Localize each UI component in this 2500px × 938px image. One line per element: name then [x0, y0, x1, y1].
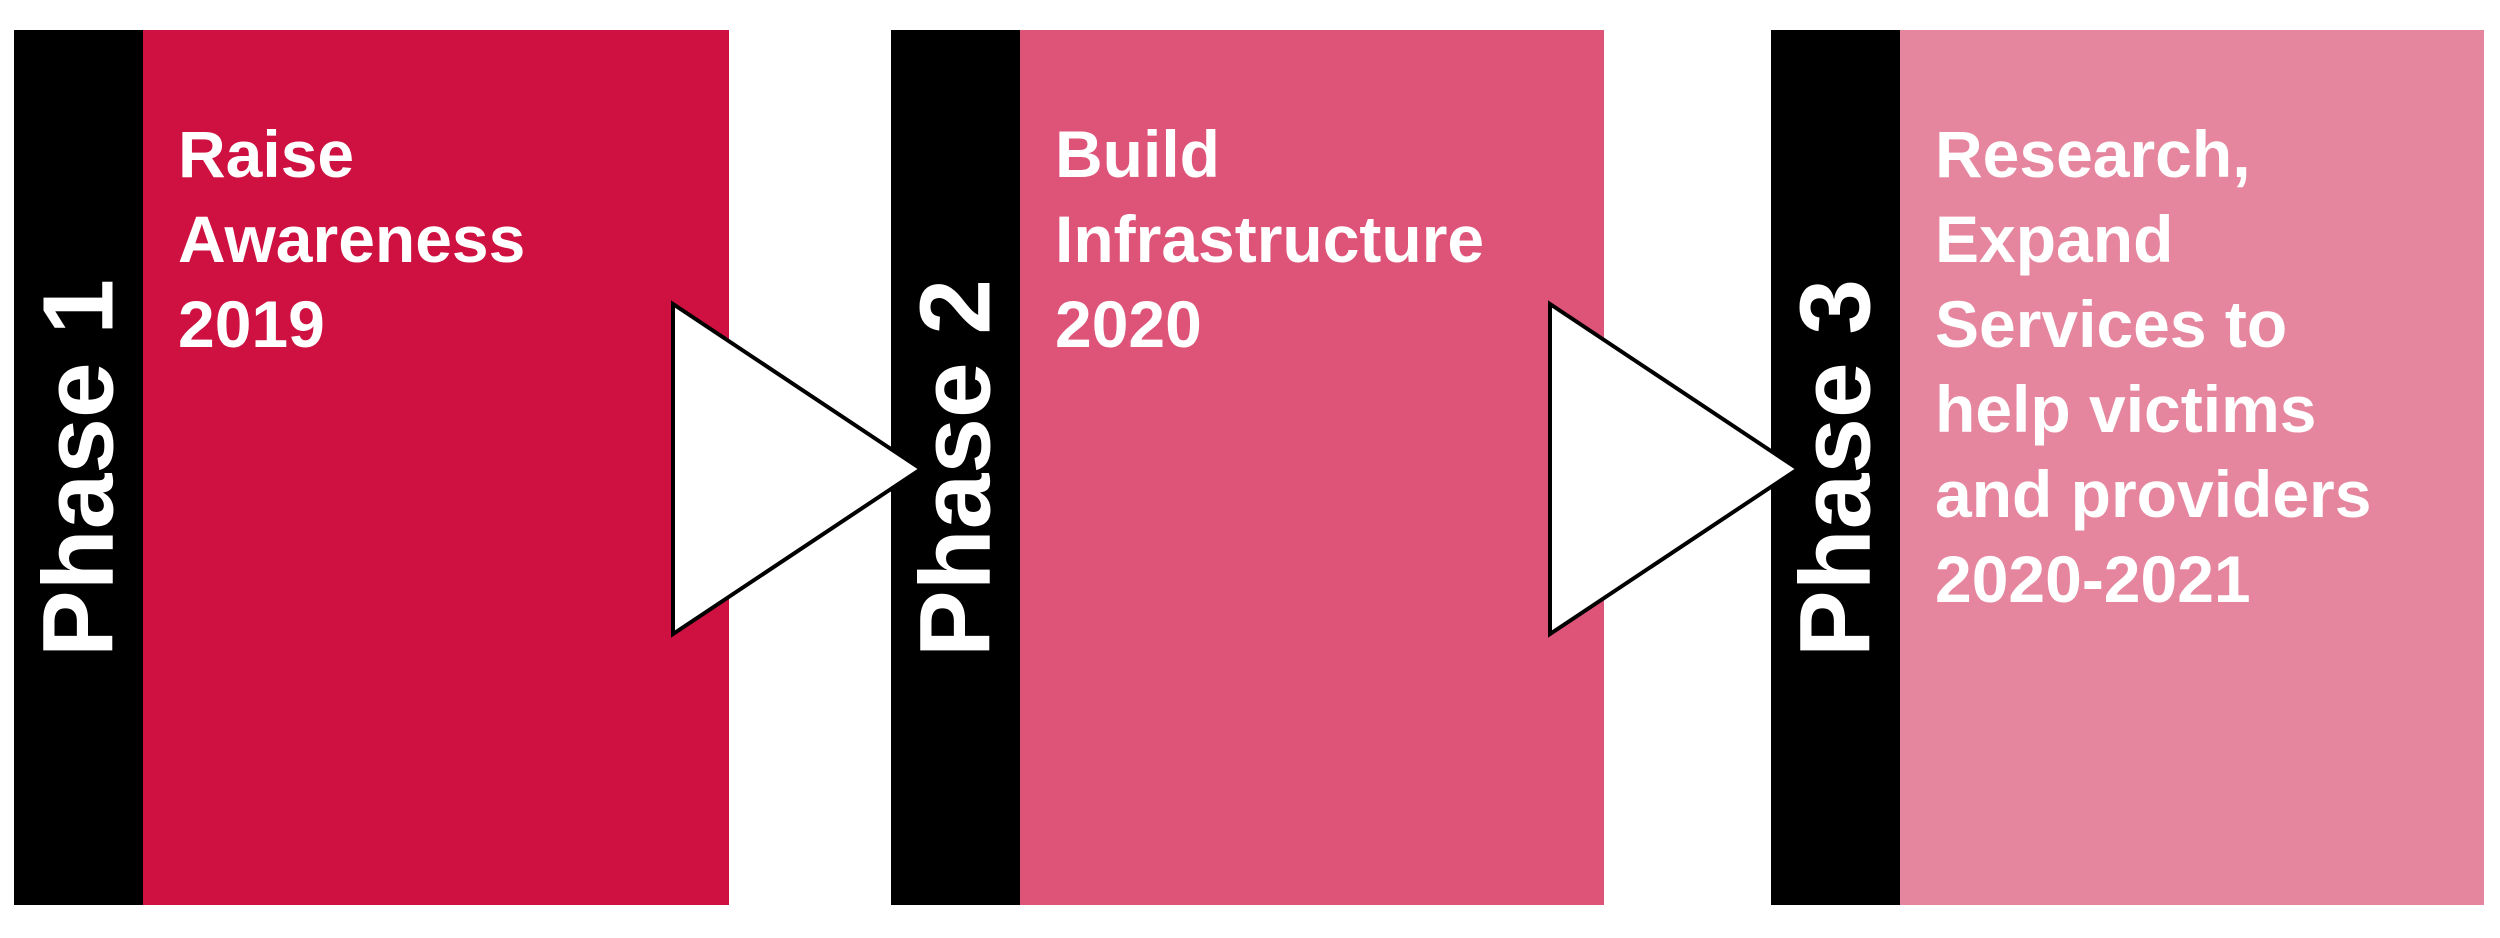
- phase-text: Research,: [1935, 117, 2251, 191]
- phase-1: Phase 1 Raise Awareness 2019: [14, 30, 729, 905]
- phase-text: and providers: [1935, 457, 2372, 531]
- phase-2-box: Build Infrastructure 2020: [1020, 30, 1604, 905]
- phase-2: Phase 2 Build Infrastructure 2020: [891, 30, 1604, 905]
- phase-text: 2020-2021: [1935, 542, 2251, 616]
- phase-text: Infrastructure: [1055, 202, 1485, 276]
- phase-text: Awareness: [178, 202, 526, 276]
- phase-1-box: Raise Awareness 2019: [143, 30, 729, 905]
- phase-text: Raise: [178, 117, 355, 191]
- phase-text: Services to: [1935, 287, 2288, 361]
- phase-text: 2019: [178, 287, 325, 361]
- phase-3-box: Research, Expand Services to help victim…: [1900, 30, 2484, 905]
- phase-text: Expand: [1935, 202, 2174, 276]
- arrow-right-icon: [671, 300, 925, 638]
- phase-text: Build: [1055, 117, 1220, 191]
- phase-text: 2020: [1055, 287, 1202, 361]
- arrow-right-icon: [1548, 300, 1802, 638]
- phase-text: help victims: [1935, 372, 2317, 446]
- phase-1-label-bar: Phase 1: [14, 30, 143, 905]
